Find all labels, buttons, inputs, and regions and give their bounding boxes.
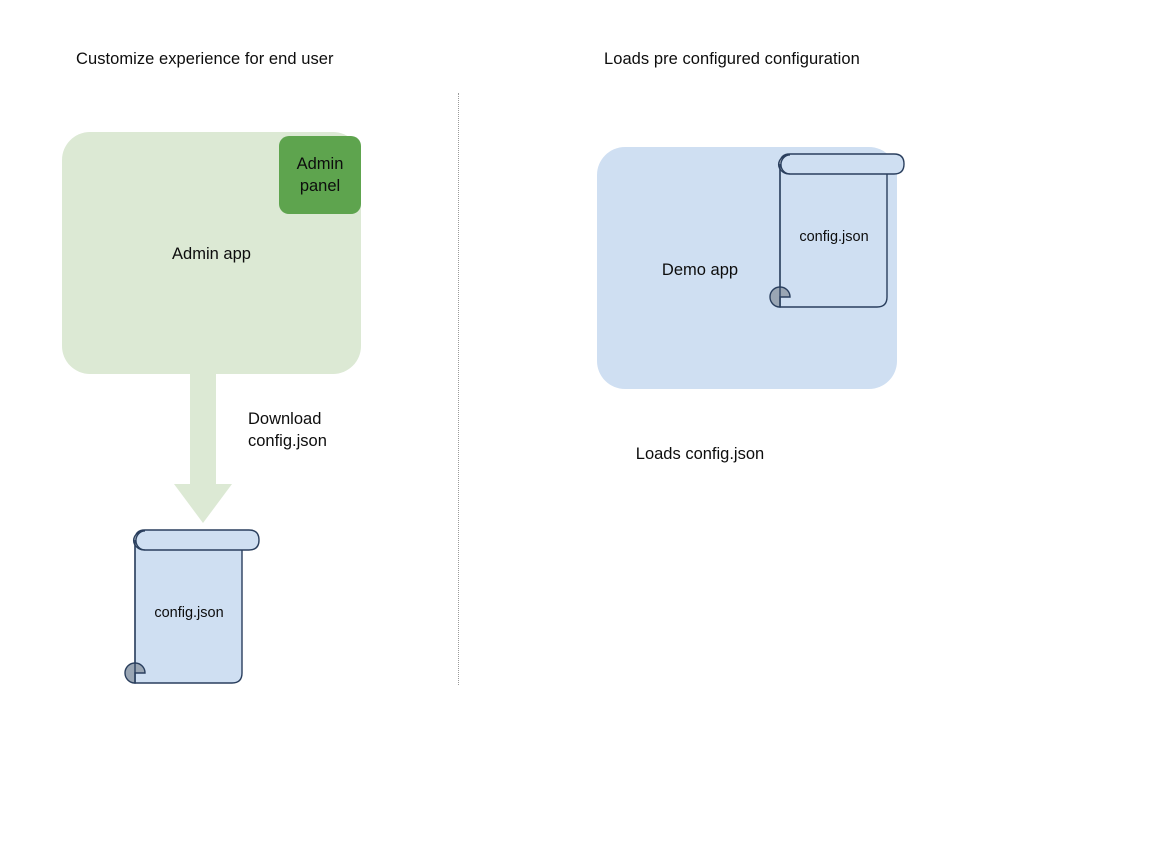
download-arrow-caption-line1: Download (248, 410, 322, 428)
right-document-label: config.json (799, 229, 869, 245)
admin-panel-box[interactable]: Admin panel (279, 136, 361, 214)
left-document-label: config.json (154, 605, 224, 621)
download-arrow-icon[interactable] (174, 370, 232, 523)
right-config-document-icon[interactable] (769, 153, 905, 308)
column-divider (458, 93, 459, 685)
left-config-document-icon[interactable] (124, 529, 260, 684)
right-column-caption: Loads config.json (635, 445, 765, 463)
left-column-heading: Customize experience for end user (76, 50, 334, 68)
demo-app-label: Demo app (661, 261, 739, 279)
admin-app-label: Admin app (172, 245, 251, 263)
download-arrow-caption-line2: config.json (248, 432, 327, 450)
right-column-heading: Loads pre configured configuration (604, 50, 860, 68)
